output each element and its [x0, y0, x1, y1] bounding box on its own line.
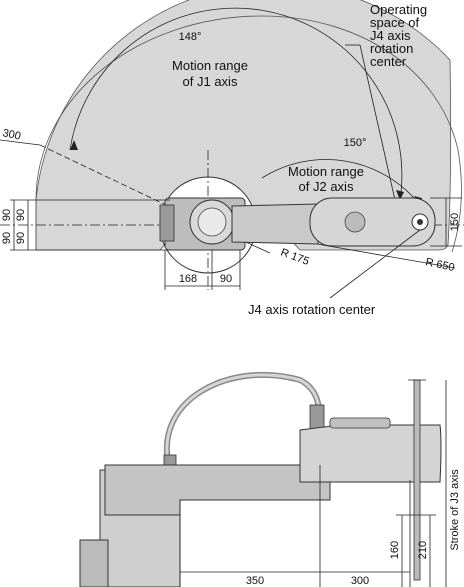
arm-link-2 [309, 197, 436, 247]
arm-link-1 [231, 203, 319, 245]
j1-arc-arrow-left [70, 140, 78, 150]
j4-space-leader [359, 44, 396, 201]
j2-range-label-2: of J2 axis [299, 179, 354, 194]
j4-space-label-5: center [370, 54, 407, 69]
j4-center-dot [417, 219, 423, 225]
base-connector-box [79, 539, 109, 587]
dim-90-left-c: 90 [1, 232, 13, 244]
j2-range-label-1: Motion range [288, 164, 364, 179]
r300-leader [0, 139, 41, 146]
dim-150: 150 [449, 213, 461, 231]
j1-joint-inner [197, 207, 227, 237]
j4-space-label-1: Operating [370, 2, 427, 17]
angle-j1-label: 148° [179, 31, 202, 43]
top-view: 148° Motion range of J1 axis 150° Motion… [0, 0, 464, 317]
j4-center-leader [329, 229, 421, 299]
dim-r300: 300 [1, 127, 21, 143]
dim-r650: R 650 [424, 256, 455, 274]
dim-90-upper: 90 [15, 209, 27, 221]
angle-j2-label: 150° [344, 137, 367, 149]
dim-210: 210 [417, 541, 429, 559]
dim-350: 350 [246, 575, 264, 587]
j1-arc-arrow-right [396, 190, 404, 200]
j1-range-label-1: Motion range [172, 58, 248, 73]
stroke-j3-label: Stroke of J3 axis [449, 469, 461, 551]
arm-2-cover [329, 417, 391, 429]
j2-joint [344, 211, 366, 233]
j4-space-label-2: space of [370, 15, 420, 30]
j4-space-label-4: rotation [370, 41, 413, 56]
dim-90-lower: 90 [15, 232, 27, 244]
cable-connector [159, 204, 175, 242]
dim-168: 168 [179, 273, 197, 285]
j1-range-label-2: of J1 axis [183, 74, 238, 89]
j2-range-arc [261, 159, 421, 206]
side-view: 350 300 160 210 Stroke of J3 axis [79, 371, 461, 587]
dim-160: 160 [389, 541, 401, 559]
arm-1-side [104, 464, 331, 516]
dim-90-left-b: 90 [1, 209, 13, 221]
cable-hose-inner [165, 373, 322, 471]
arm-2-side [299, 424, 442, 483]
j4-space-label-3: J4 axis [370, 28, 411, 43]
robot-arm-top [159, 197, 436, 251]
j4-operating-space-outline [35, 15, 462, 253]
cable-hose [163, 371, 323, 471]
dim-300: 300 [351, 575, 369, 587]
j1-range-arc [69, 7, 403, 201]
dim-90-bottom: 90 [220, 273, 232, 285]
j4-center-label: J4 axis rotation center [248, 302, 376, 317]
